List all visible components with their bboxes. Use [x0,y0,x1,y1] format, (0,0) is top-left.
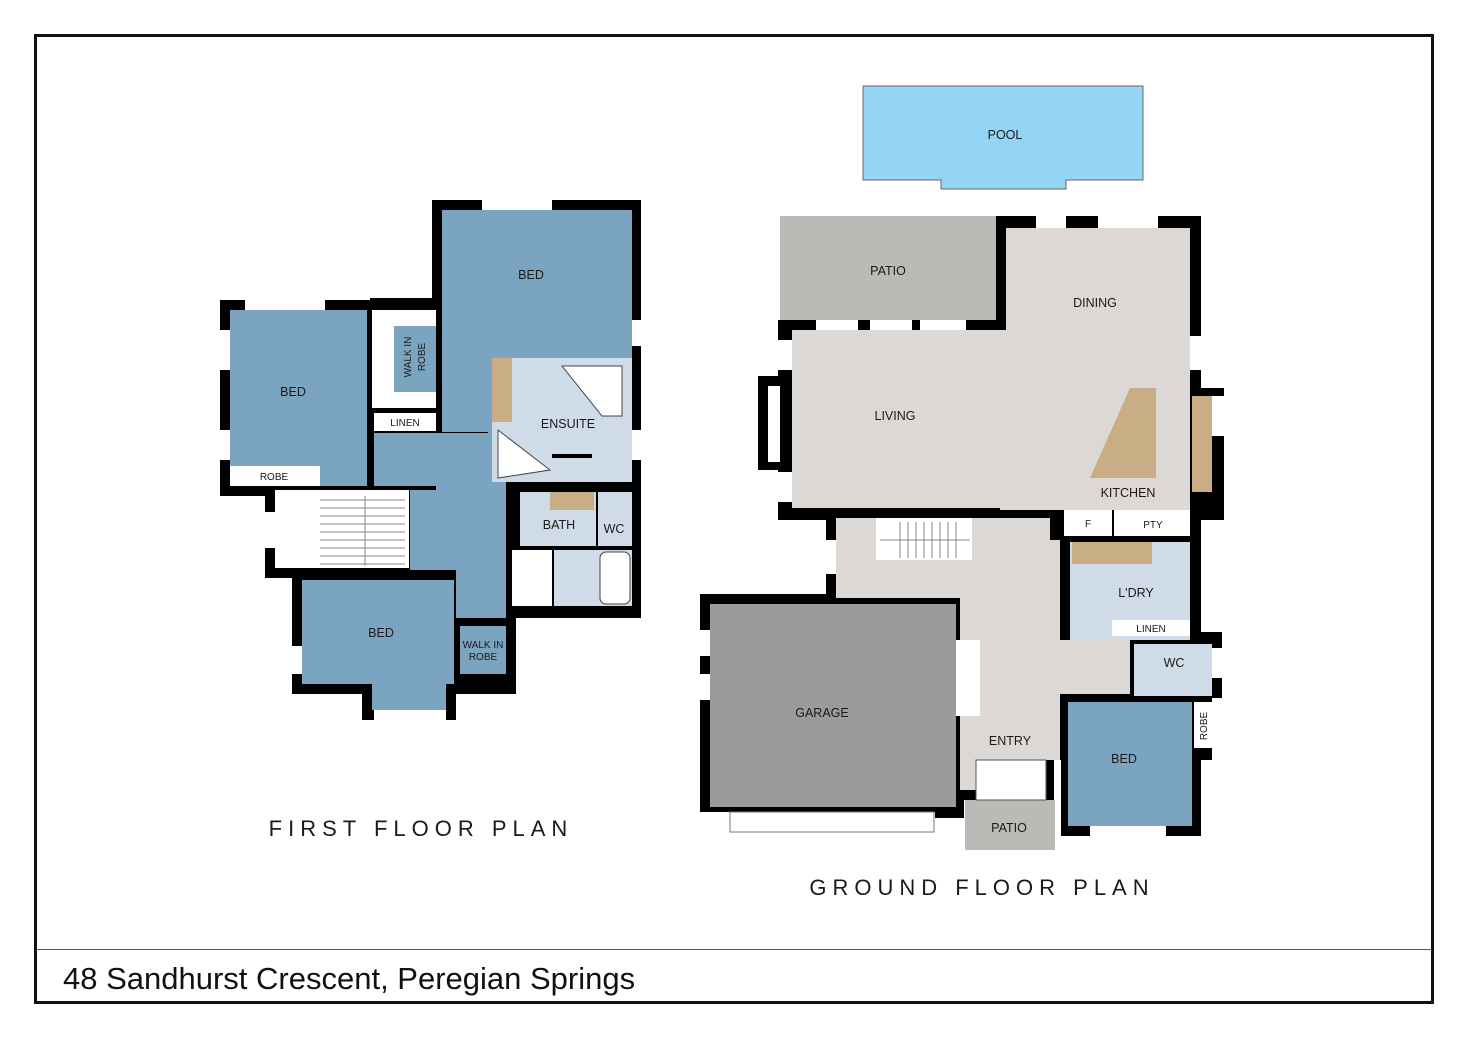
living-dining-room [792,228,1190,510]
first-floor-title: FIRST FLOOR PLAN [269,816,574,841]
ensuite-label: ENSUITE [541,417,595,431]
entry-label: ENTRY [989,734,1032,748]
ground-floor-title: GROUND FLOOR PLAN [809,875,1154,900]
kitchen-island [1090,388,1156,478]
laundry-linen-label: LINEN [1136,624,1165,635]
pantry-label: PTY [1143,520,1163,531]
walk-in-robe-2-label: WALK IN [463,640,504,651]
patio-bottom [965,800,1055,850]
laundry-label: L'DRY [1118,586,1154,600]
laundry-linen [1112,620,1190,636]
pool-label: POOL [988,128,1023,142]
kitchen-label: KITCHEN [1101,486,1156,500]
ground-bed-label: BED [1111,752,1137,766]
walk-in-robe-1b-label: ROBE [417,343,428,372]
patio-bottom-label: PATIO [991,821,1027,835]
bed-left-room [230,310,367,486]
bath-label: BATH [543,518,575,532]
garage-label: GARAGE [795,706,849,720]
first-floor-hallway [374,430,506,618]
walk-in-robe-1-label: WALK IN [403,337,414,378]
property-address: 48 Sandhurst Crescent, Peregian Springs [63,961,636,996]
ground-robe-label: ROBE [1199,712,1210,741]
living-label: LIVING [875,409,916,423]
walk-in-robe-2b-label: ROBE [469,652,498,663]
robe-cupboard [230,466,320,486]
bed-bottom-room [302,580,454,710]
bed-left-label: BED [280,385,306,399]
page-frame: 48 Sandhurst Crescent, Peregian Springs [34,34,1434,1004]
fridge-label: F [1085,519,1091,530]
pool [862,85,1144,190]
patio-top-label: PATIO [870,264,906,278]
bed-top-label: BED [518,268,544,282]
first-floor-plan: BED BED BED WALK IN ROBE LINEN ROBE ENSU… [220,200,641,841]
patio-top [780,216,996,320]
address-divider [37,949,1431,950]
ground-floor-stairs [880,522,970,558]
ground-wc-room [1134,644,1212,696]
pantry-room [1114,510,1190,536]
robe-label: ROBE [260,472,289,483]
entry-hall [836,518,1130,790]
walk-in-robe-2-room [460,626,506,674]
ground-wc-label: WC [1164,656,1185,670]
linen-label: LINEN [390,418,419,429]
wc-label: WC [604,522,625,536]
fridge-space [1064,510,1112,536]
bed-bottom-label: BED [368,626,394,640]
ground-bed-room [1068,702,1192,826]
linen-cupboard [374,413,436,431]
ground-robe [1194,702,1212,748]
first-floor-stairs [320,496,405,566]
wc-room [598,492,632,546]
ground-floor-plan: POOL PATIO DINING LIVING KITCHEN F PTY L… [700,85,1224,900]
dining-label: DINING [1073,296,1117,310]
garage-room [710,604,956,807]
